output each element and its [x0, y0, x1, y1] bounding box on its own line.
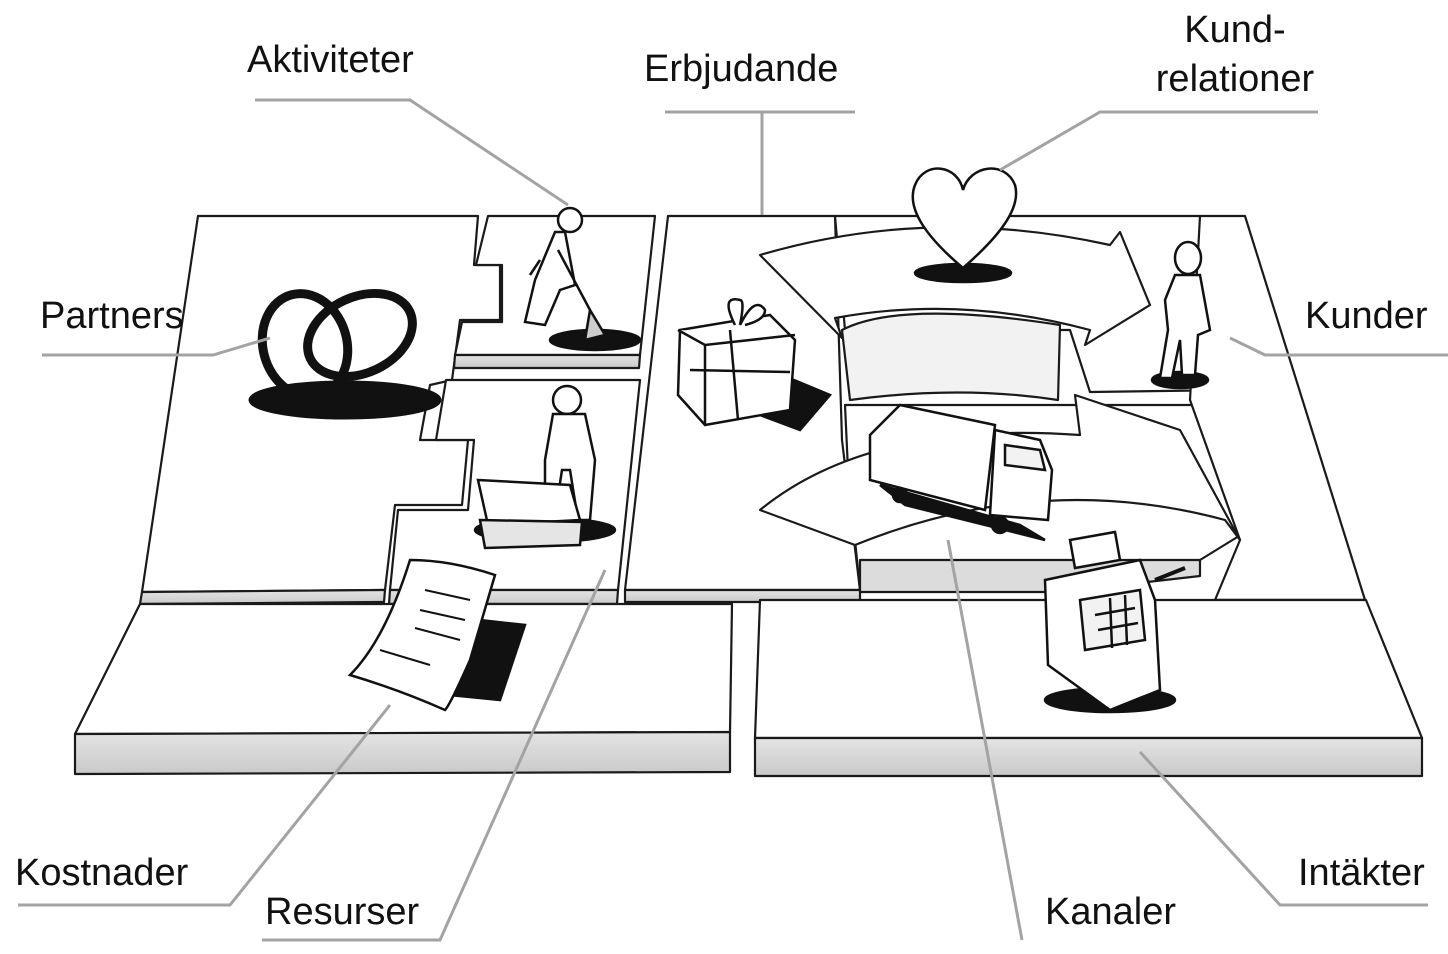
invoice-icon [347, 558, 527, 712]
label-intakter: Intäkter [1298, 852, 1425, 894]
label-aktiviteter: Aktiviteter [247, 39, 414, 81]
label-resurser: Resurser [265, 891, 420, 933]
label-kundrelationer-line1: Kund- [1184, 9, 1286, 51]
person-with-machine-icon [473, 384, 617, 550]
label-kunder: Kunder [1305, 295, 1428, 337]
label-kundrelationer-line2: relationer [1155, 58, 1315, 100]
person-digging-icon [523, 206, 642, 352]
heart-icon [911, 167, 1018, 284]
person-standing-icon [1150, 240, 1212, 390]
truck-icon [868, 403, 1054, 542]
label-partners: Partners [40, 295, 184, 337]
label-erbjudande: Erbjudande [644, 48, 839, 90]
label-kostnader: Kostnader [15, 852, 189, 894]
label-kanaler: Kanaler [1045, 891, 1176, 933]
kunder-block [1188, 214, 1368, 614]
leader-lines [18, 98, 1448, 942]
cash-register-icon [1043, 530, 1186, 714]
gift-box-icon [676, 298, 833, 432]
rings-icon [248, 288, 442, 420]
